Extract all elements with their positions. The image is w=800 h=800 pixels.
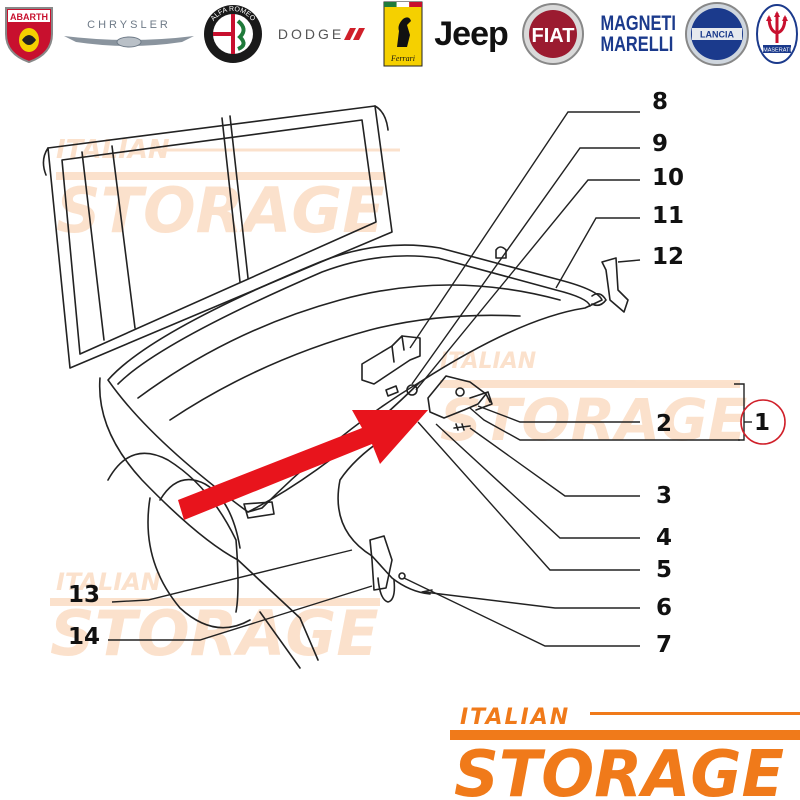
callout-6: 6 [656,595,672,621]
callout-1-circle [740,399,786,445]
release-lever [369,535,393,591]
trunk-lid-ribs [81,115,249,341]
brand-logo-bar: ABARTH CHRYSLER ALFA ROMEO DODGE [0,0,800,70]
alfa-romeo-logo: ALFA ROMEO [200,4,266,64]
callout-8: 8 [652,89,668,115]
trunk-lid-outline [47,105,393,369]
callout-11: 11 [652,203,684,229]
lancia-logo: LANCIA [682,2,752,66]
ferrari-shield-icon: Ferrari [383,1,423,67]
lid-arm [601,257,629,313]
lancia-logo-text: LANCIA [700,30,734,40]
maserati-logo-text: MASERATI [763,48,791,54]
washer [406,384,418,396]
fiat-badge-icon: FIAT [522,3,584,65]
trunk-seal [117,255,591,385]
magneti-marelli-logo: MAGNETI MARELLI [588,4,680,64]
red-arrow-icon [178,410,428,520]
callout-13: 13 [68,582,100,608]
watermark-bottom-line2: STORAGE [50,597,379,670]
lock-body [427,375,487,419]
callout-14: 14 [68,624,100,650]
watermark-middle-line1: ITALIAN [440,349,536,374]
fiat-logo-text: FIAT [532,25,575,47]
leader-lines [108,111,752,647]
callout-12: 12 [652,244,684,270]
trunk-lid-inner [61,119,377,355]
bump-stop [495,246,507,259]
chrysler-logo: CHRYSLER [62,4,196,64]
footer-logo-line2: STORAGE [454,738,784,800]
trunk-opening [107,244,603,513]
ferrari-logo: Ferrari [382,1,424,67]
maserati-logo: MASERATI [754,4,800,64]
release-cable [337,423,431,595]
footer-logo-line1: ITALIAN [460,705,570,730]
abarth-logo: ABARTH [0,4,58,64]
callout-1: 1 [754,410,770,436]
callout-3: 3 [656,483,672,509]
jeep-logo: Jeep [428,4,514,64]
jeep-logo-text: Jeep [434,14,508,53]
lancia-badge-icon: LANCIA [685,2,749,66]
italian-storage-logo: ITALIAN STORAGE [450,705,800,800]
abarth-shield-icon: ABARTH [5,7,53,64]
maserati-trident-icon: MASERATI [756,4,798,64]
callout-5: 5 [656,557,672,583]
callout-9: 9 [652,131,668,157]
watermark-top: ITALIAN STORAGE [56,135,400,247]
chrysler-wings-icon: CHRYSLER [64,19,194,48]
watermark-top-line2: STORAGE [56,174,385,247]
watermark-middle-line2: STORAGE [440,386,747,454]
dodge-stripes-icon [344,28,366,40]
callout-10: 10 [652,165,684,191]
striker-plate [361,335,421,385]
magneti-marelli-logo-text: MAGNETI MARELLI [600,12,676,56]
callout-2: 2 [656,411,672,437]
watermark-bottom: ITALIAN STORAGE [50,568,380,670]
watermark-bottom-line1: ITALIAN [56,568,161,596]
abarth-logo-text: ABARTH [10,12,48,22]
dodge-logo-text: DODGE [277,26,345,42]
watermark-middle: ITALIAN STORAGE [440,349,747,454]
chrysler-logo-text: CHRYSLER [87,19,171,31]
callout-7: 7 [656,632,672,658]
alfa-romeo-badge-icon: ALFA ROMEO [204,5,262,63]
fiat-logo: FIAT [520,3,586,65]
ferrari-logo-text: Ferrari [390,54,415,63]
tail-light [243,501,275,519]
wheel-arch [147,497,251,629]
callout-4: 4 [656,525,672,551]
dodge-logo: DODGE [270,4,374,64]
